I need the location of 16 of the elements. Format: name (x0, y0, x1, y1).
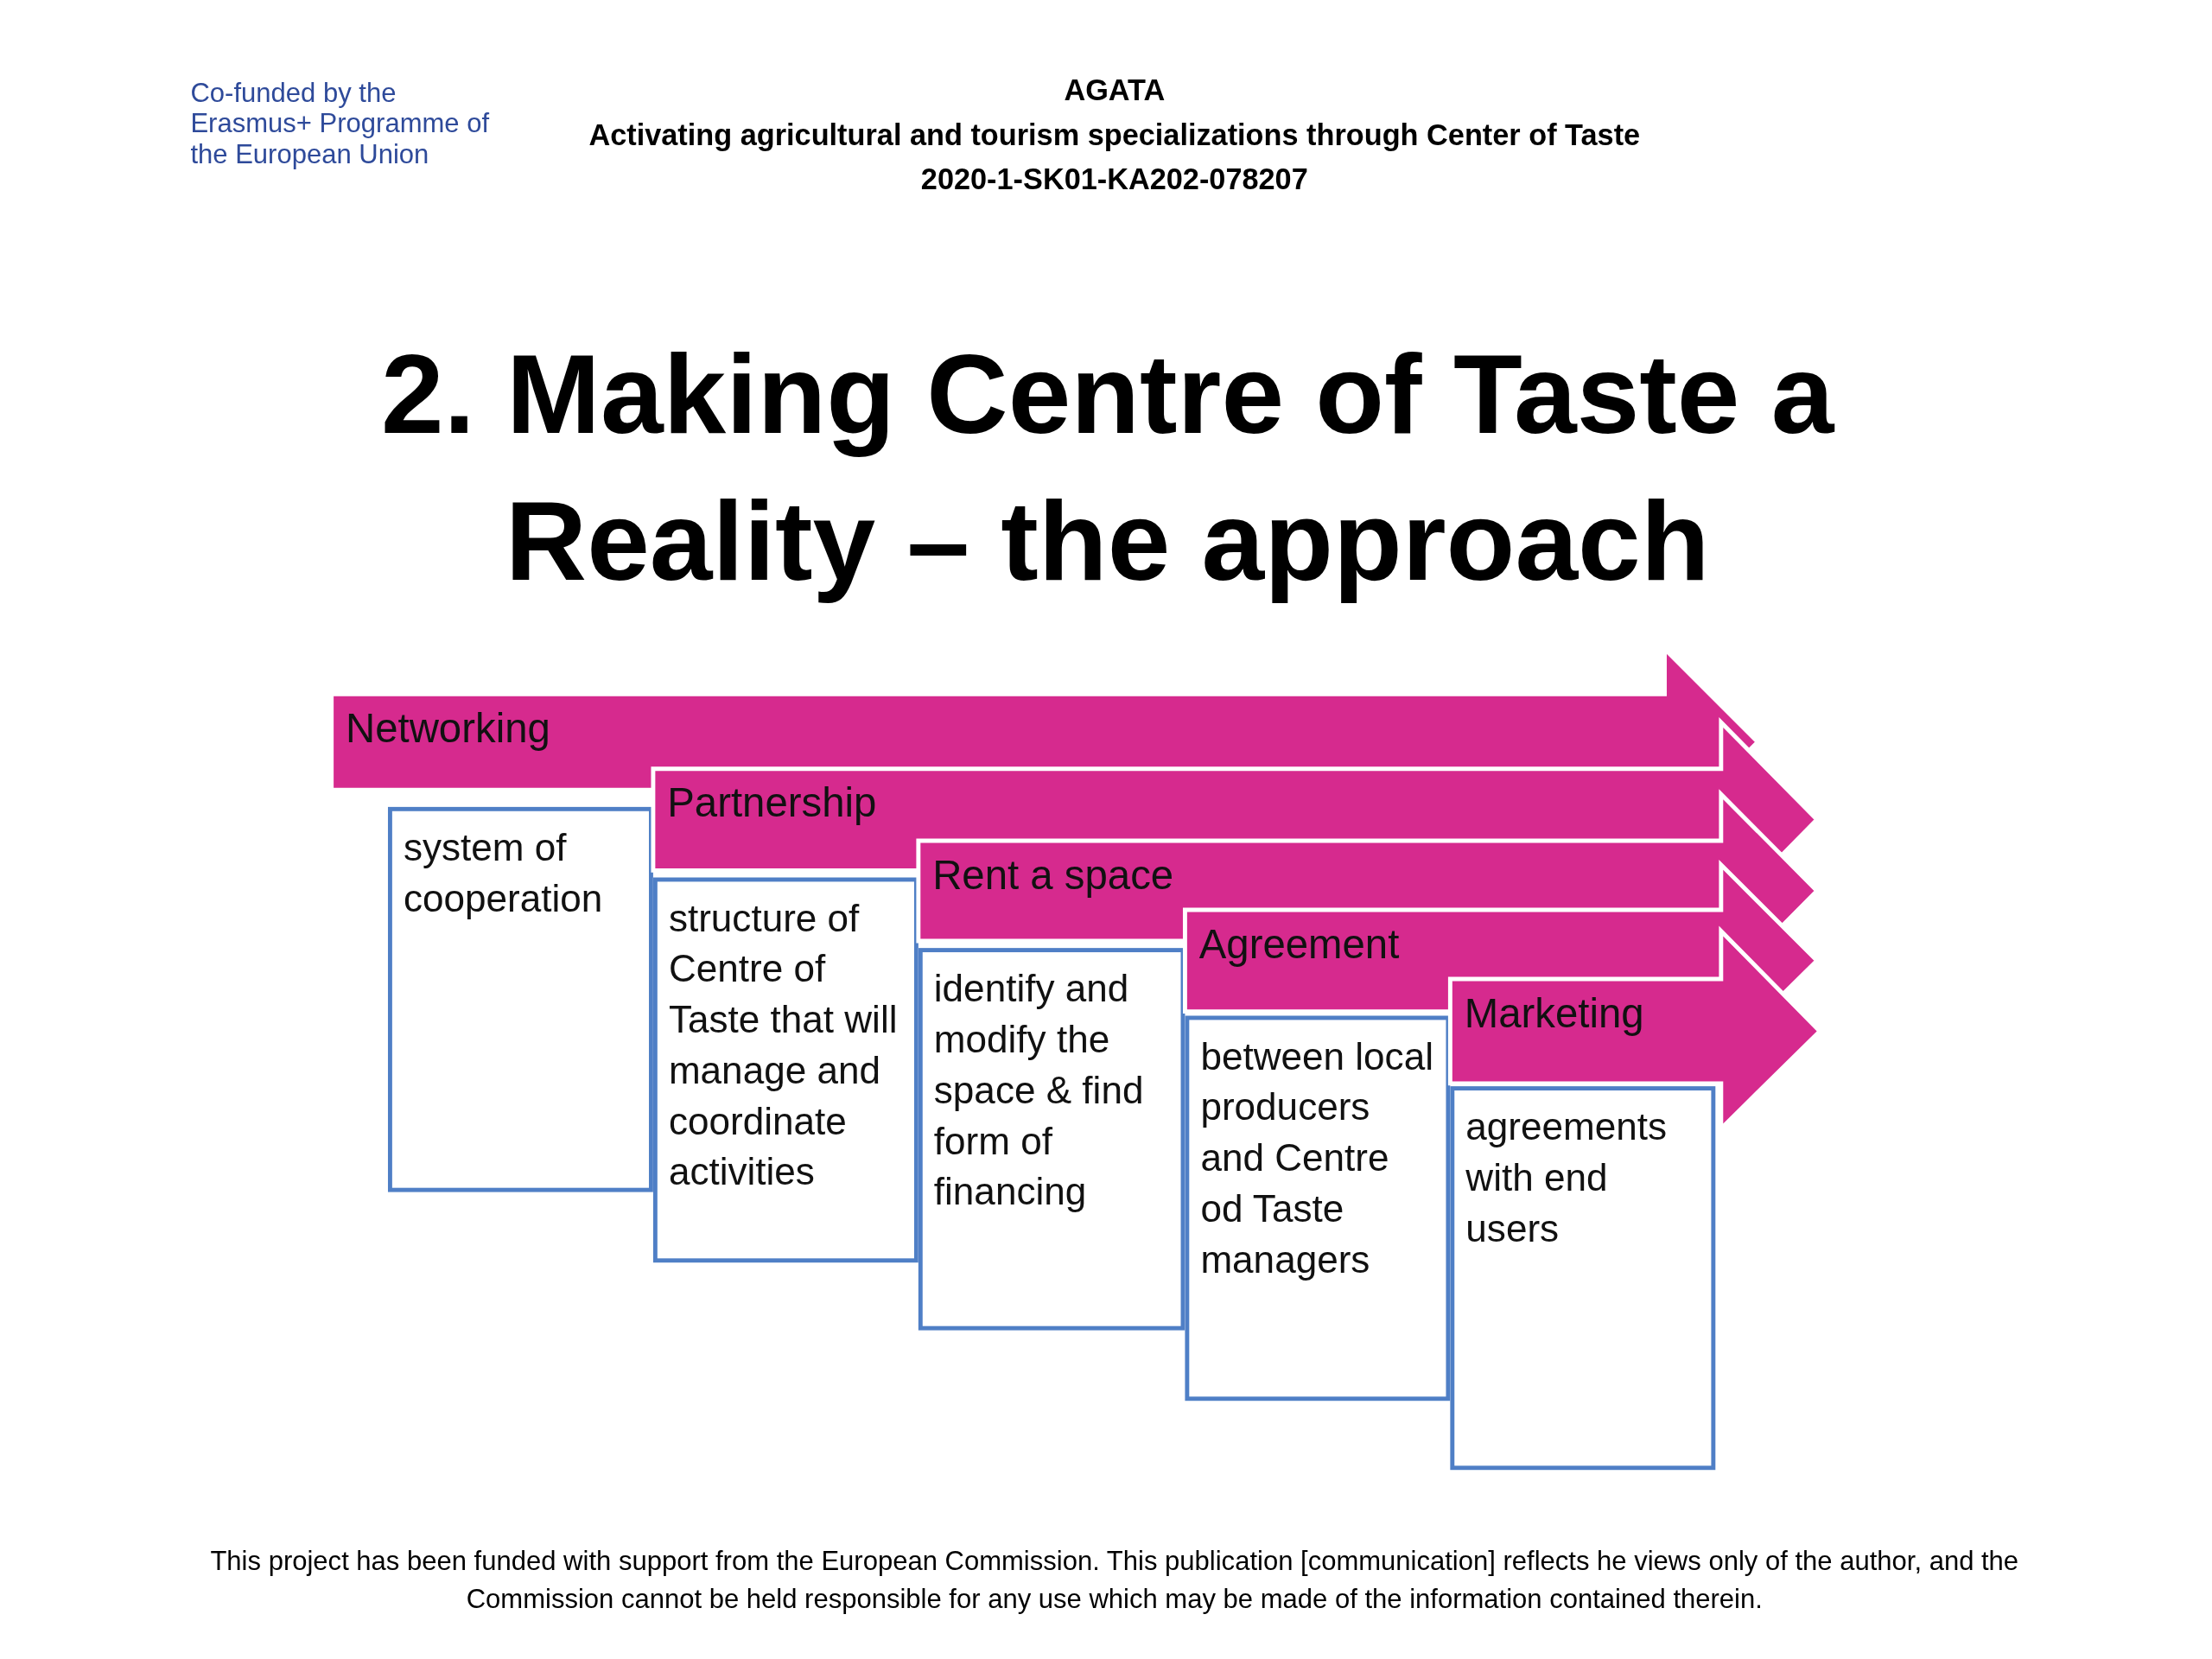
step-label: Marketing (1464, 990, 1644, 1037)
slide-title: 2. Making Centre of Taste a Reality – the approach (379, 330, 1836, 606)
project-acronym: AGATA (1063, 73, 1166, 108)
step-label: Rent a space (932, 852, 1174, 899)
step-description: agreements with end users (1450, 1086, 1716, 1471)
step-label: Agreement (1198, 921, 1400, 968)
step-description: between local producers and Centre od Taste managers (1185, 1015, 1451, 1402)
step-description: system of cooperation (388, 806, 653, 1192)
step-label: Networking (346, 705, 550, 753)
step-description: identify and modify the space & find form of financing (918, 948, 1185, 1331)
project-number: 2020-1-SK01-KA202-078207 (919, 162, 1309, 196)
funding-note: Co-funded by the Erasmus+ Programme of the European Union (190, 77, 491, 171)
step-label: Partnership (667, 779, 877, 827)
step-description: structure of Centre of Taste that will manage and coordinate activities (652, 877, 918, 1263)
project-name: Activating agricultural and tourism specializations through Center of Taste (588, 118, 1642, 153)
disclaimer-text: This project has been funded with support from the European Commission. This publication [communication] reflects he views only of the author, and the Commission cannot be held responsible for any use which may be made of the information contained therein. (209, 1545, 2020, 1616)
